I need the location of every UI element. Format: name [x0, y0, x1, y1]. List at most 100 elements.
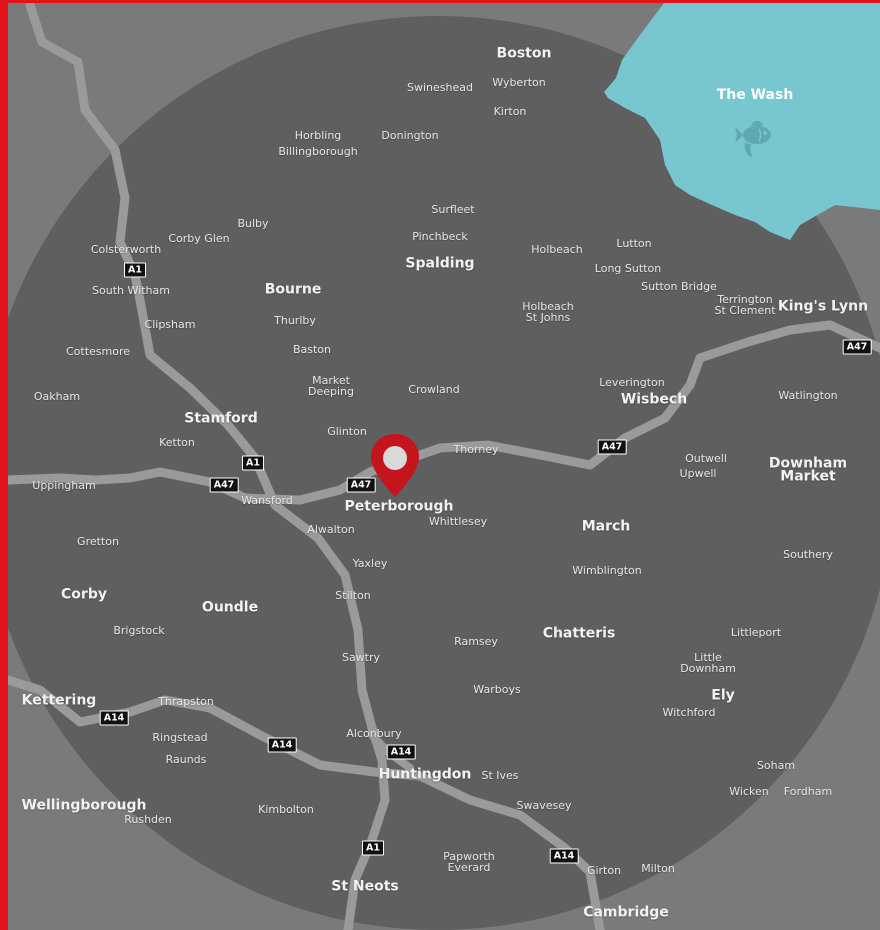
place-label: Market: [312, 374, 350, 388]
place-label: Cottesmore: [65, 345, 131, 359]
road-a14: [3, 675, 605, 930]
road-a47: [3, 320, 880, 505]
place-label: Papworth: [443, 850, 495, 864]
place-label: Ely: [711, 687, 735, 704]
place-label: Long Sutton: [594, 262, 662, 276]
place-label: Swavesey: [516, 799, 572, 813]
place-label: March: [581, 518, 631, 535]
place-label: Kirton: [493, 105, 527, 119]
place-label: Wellingborough: [21, 797, 147, 814]
road-a1-north: [25, 0, 390, 930]
place-label: Billingborough: [278, 145, 358, 159]
place-label: Chatteris: [542, 625, 616, 642]
roads: [3, 0, 880, 930]
place-label: Thrapston: [158, 695, 214, 709]
place-label: St Neots: [331, 878, 399, 895]
place-label: Spalding: [405, 255, 475, 272]
place-label: Downham: [680, 662, 736, 676]
place-label: Kettering: [21, 692, 97, 709]
place-label: Littleport: [730, 626, 782, 640]
place-label: Holbeach: [522, 300, 574, 314]
road-shield-a14: A14: [267, 737, 297, 753]
place-label: St Ives: [481, 769, 519, 783]
place-label: Ringstead: [152, 731, 208, 745]
place-label: Watlington: [778, 389, 838, 403]
place-label: Soham: [756, 759, 796, 773]
road-shield-a47: A47: [346, 477, 376, 493]
place-label: St Clement: [714, 304, 776, 318]
place-label: Outwell: [685, 452, 727, 466]
place-label: Sutton Bridge: [641, 280, 717, 294]
road-shield-a1: A1: [124, 262, 146, 278]
place-label: Holbeach: [531, 243, 583, 257]
place-label: Milton: [641, 862, 675, 876]
place-label: Pinchbeck: [412, 230, 468, 244]
place-label: Oundle: [201, 599, 259, 616]
place-label: Lutton: [616, 237, 652, 251]
road-shield-a47: A47: [209, 477, 239, 493]
place-label: King's Lynn: [777, 298, 869, 315]
place-label: Glinton: [327, 425, 367, 439]
place-label: Yaxley: [352, 557, 388, 571]
place-label: Boston: [496, 45, 552, 62]
place-label: Girton: [586, 864, 622, 878]
place-label: Ramsey: [454, 635, 498, 649]
frame-top-border: [0, 0, 880, 3]
place-label: Alconbury: [346, 727, 402, 741]
place-label: Terrington: [717, 293, 773, 307]
water-label-the-wash: The Wash: [716, 87, 794, 103]
place-label: Crowland: [408, 383, 460, 397]
frame-left-border: [0, 0, 8, 930]
place-label: Upwell: [679, 467, 717, 481]
place-label: Wansford: [241, 494, 293, 508]
place-label: Whittlesey: [428, 515, 488, 529]
place-label: Sawtry: [341, 651, 381, 665]
place-label: Uppingham: [32, 479, 96, 493]
water-the-wash: [604, 3, 880, 240]
radius-area: [0, 16, 880, 930]
place-label: Wimblington: [572, 564, 642, 578]
place-label: Market: [780, 468, 836, 485]
place-label: Wisbech: [620, 391, 688, 408]
road-shield-a1: A1: [242, 455, 264, 471]
place-label: Downham: [768, 455, 848, 472]
place-label: Surfleet: [431, 203, 475, 217]
place-label: Warboys: [473, 683, 521, 697]
place-label: Cambridge: [583, 904, 669, 921]
place-label: Oakham: [33, 390, 81, 404]
place-label: Thorney: [453, 443, 499, 457]
place-label: Bourne: [264, 281, 322, 298]
place-label: Witchford: [662, 706, 716, 720]
location-pin-icon[interactable]: [370, 433, 420, 499]
place-label: Corby: [61, 586, 107, 603]
place-label: St Johns: [525, 311, 571, 325]
place-label: Stilton: [335, 589, 371, 603]
place-label: Colsterworth: [90, 243, 162, 257]
place-label: Fordham: [783, 785, 833, 799]
place-label: Southery: [783, 548, 833, 562]
place-label: Raunds: [165, 753, 207, 767]
place-label: Baston: [292, 343, 332, 357]
place-label: Corby Glen: [168, 232, 230, 246]
road-shield-a14: A14: [549, 848, 579, 864]
place-label: Wyberton: [492, 76, 546, 90]
place-label: Thurlby: [274, 314, 316, 328]
place-label: Peterborough: [344, 498, 454, 515]
road-shield-a47: A47: [842, 339, 872, 355]
place-label: Everard: [447, 861, 491, 875]
place-label: Horbling: [294, 129, 342, 143]
road-shield-a14: A14: [99, 710, 129, 726]
place-label: Bulby: [237, 217, 269, 231]
place-label: Huntingdon: [378, 766, 472, 783]
place-label: Kimbolton: [258, 803, 314, 817]
place-label: Deeping: [308, 385, 354, 399]
fish-icon: [735, 120, 771, 157]
place-label: Swineshead: [407, 81, 473, 95]
road-shield-a1: A1: [362, 840, 384, 856]
place-label: Rushden: [124, 813, 172, 827]
place-label: Gretton: [77, 535, 119, 549]
place-label: Donington: [381, 129, 439, 143]
place-label: Alwalton: [307, 523, 355, 537]
